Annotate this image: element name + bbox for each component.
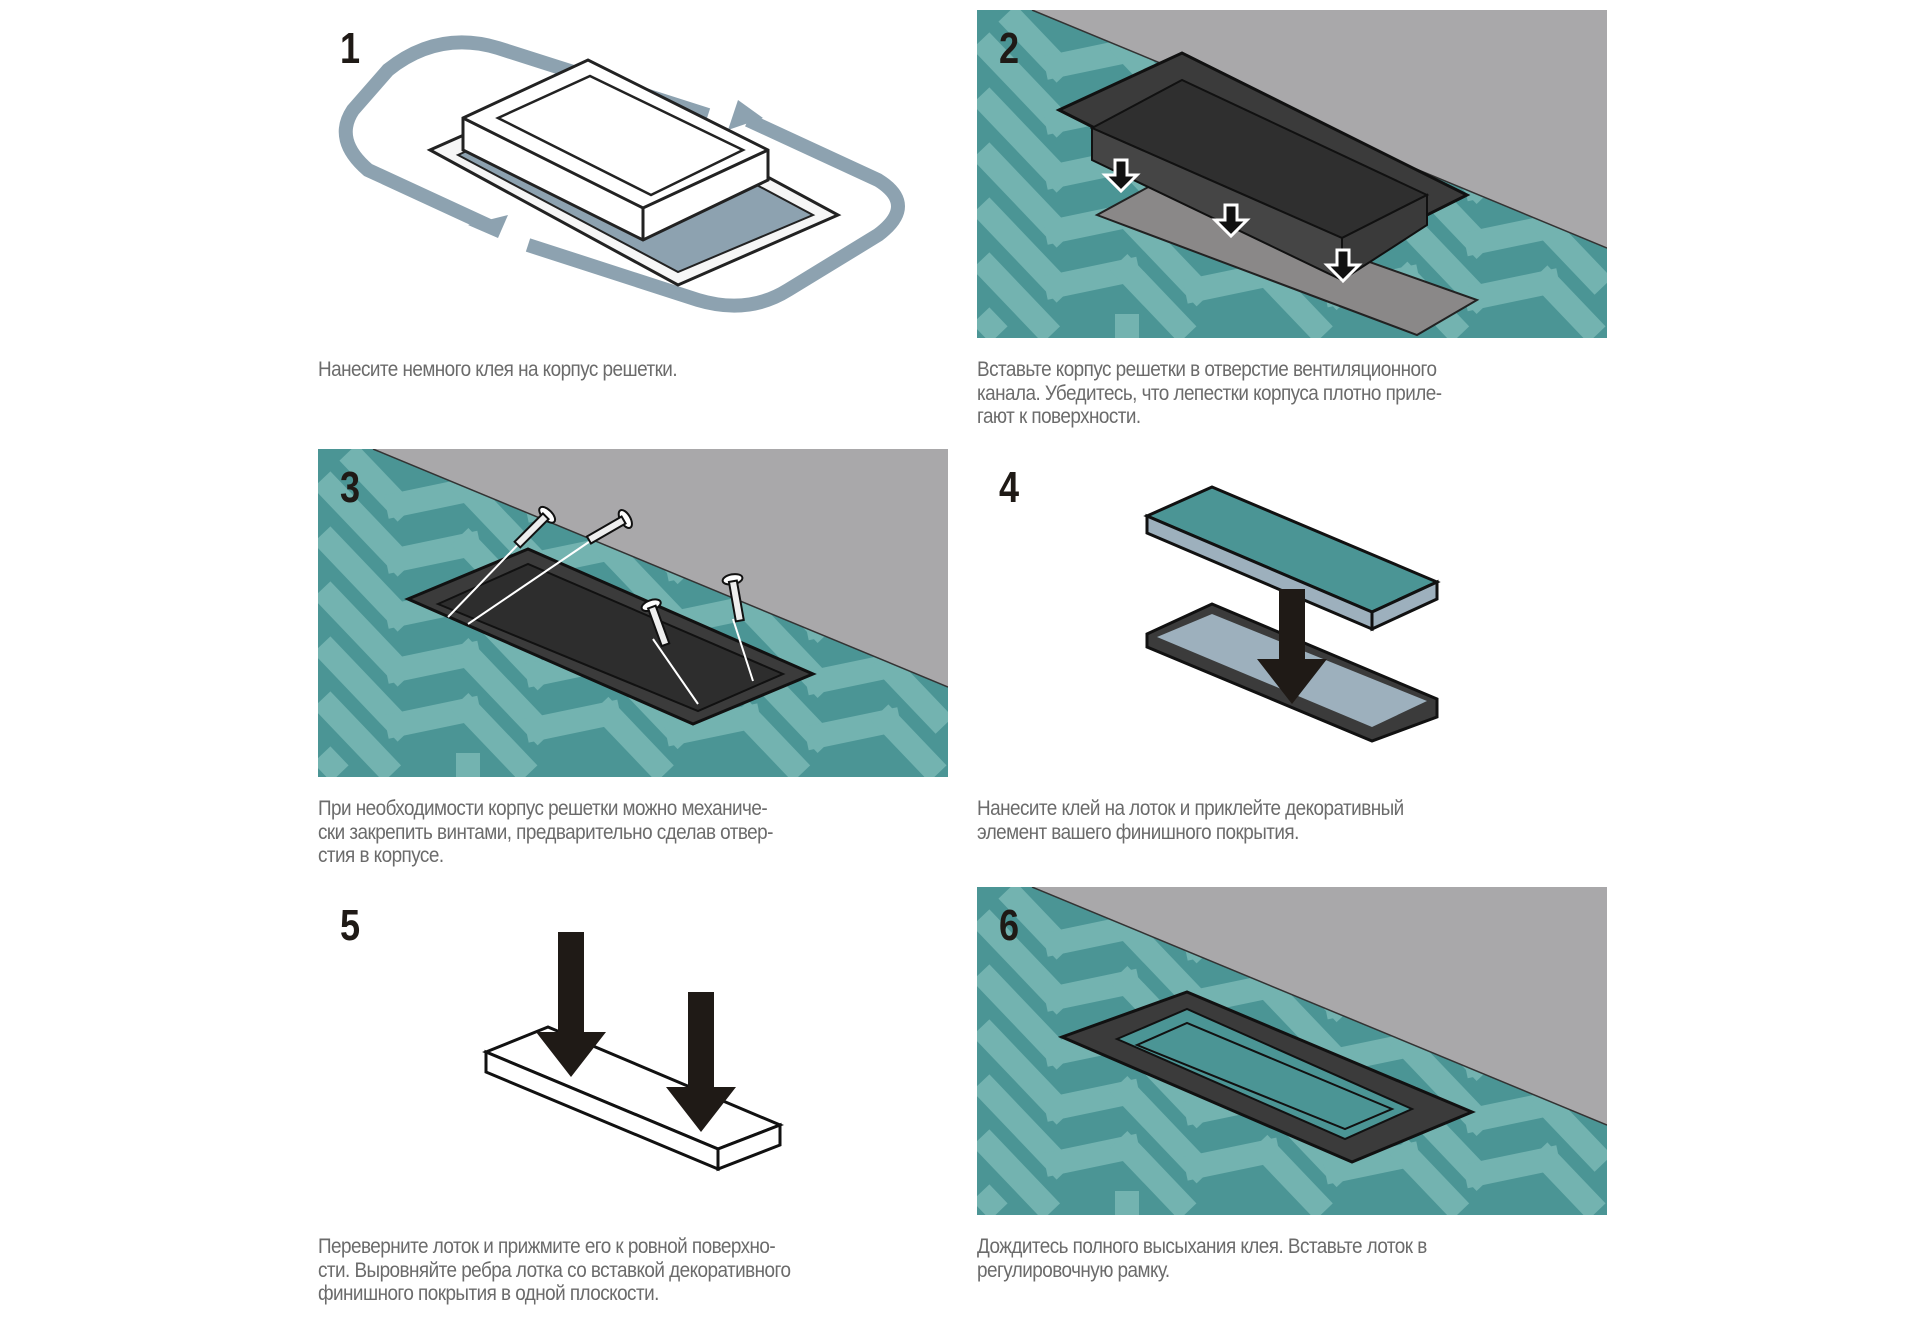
chevron-stripe xyxy=(871,649,948,734)
step-1-illustration: 1 xyxy=(318,10,948,338)
arrow-head xyxy=(728,100,763,130)
chevron-stripe xyxy=(1110,911,1214,1019)
chevron-stripe xyxy=(977,142,1074,248)
chevron-stripe xyxy=(318,746,349,777)
chevron-stripe xyxy=(1250,969,1354,1078)
chevron-stripe xyxy=(318,526,415,632)
caption-line: Переверните лоток и прижмите его к ровно… xyxy=(318,1235,776,1258)
caption-line: регулировочную рамку. xyxy=(977,1258,1170,1282)
step-1-caption: Нанесите немного клея на корпус решетки. xyxy=(318,358,894,382)
caption-line: сти. Выровняйте ребра лотка со вставкой … xyxy=(318,1258,791,1282)
rotate-arrow-icon xyxy=(338,35,711,237)
screw-icons xyxy=(447,505,754,705)
caption-line: финишного покрытия в одной плоскости. xyxy=(318,1282,659,1305)
chevron-stripe xyxy=(1390,1138,1470,1215)
frame-inner xyxy=(1134,1021,1395,1131)
chevron-stripe xyxy=(977,197,1074,303)
down-arrow-icon xyxy=(1211,203,1251,239)
step-number: 5 xyxy=(340,901,361,950)
chevron-stripe xyxy=(1390,1028,1494,1136)
wall-edge xyxy=(1031,887,1607,1126)
chevron-stripe xyxy=(731,590,835,698)
chevron-stripe xyxy=(977,87,1074,193)
caption-line: стия в корпусе. xyxy=(318,844,444,867)
chevron-stripe xyxy=(318,636,415,742)
chevron-stripe xyxy=(977,252,1061,338)
chevron-stripe xyxy=(977,1074,1074,1180)
chevron-stripe xyxy=(1110,254,1197,338)
chevron-stripe xyxy=(451,638,555,746)
caption-line: канала. Убедитесь, что лепестки корпуса … xyxy=(977,381,1442,405)
chevron-stripe xyxy=(977,32,1074,138)
down-arrow-icon xyxy=(536,932,606,1077)
chevron-stripe xyxy=(977,1184,1008,1215)
arrow-head xyxy=(468,215,508,238)
caption-line: Вставьте корпус решетки в отверстие вент… xyxy=(977,358,1437,381)
step-6-caption: Дождитесь полного высыхания клея. Вставь… xyxy=(977,1235,1553,1282)
down-arrow-icon xyxy=(1257,589,1327,704)
tray-side xyxy=(716,1122,782,1172)
chevron-stripe xyxy=(977,1019,1074,1125)
chevron-stripe xyxy=(591,696,674,777)
screw-icon xyxy=(585,508,633,545)
chevron-stripe xyxy=(1530,210,1607,295)
screw-icon xyxy=(513,505,557,549)
screw-icon xyxy=(640,598,671,648)
step-2-caption: Вставьте корпус решетки в отверстие вент… xyxy=(977,358,1553,429)
chevron-stripe xyxy=(977,1129,1061,1215)
chevron-stripe xyxy=(1530,1142,1606,1215)
step-number: 6 xyxy=(999,901,1020,950)
chevron-stripe xyxy=(977,909,1074,1015)
chevron-stripe xyxy=(1110,1131,1197,1215)
down-arrow-icons xyxy=(1101,158,1363,284)
vent-opening xyxy=(1094,183,1480,337)
step-number: 2 xyxy=(999,24,1020,73)
chevron-stripe xyxy=(977,964,1074,1070)
chevron-stripe xyxy=(318,691,402,777)
chevron-stripe xyxy=(318,581,415,687)
chevron-stripe xyxy=(1110,1076,1214,1184)
caption-line: При необходимости корпус решетки можно м… xyxy=(318,797,768,820)
caption-line: Нанесите клей на лоток и приклейте декор… xyxy=(977,797,1404,820)
caption-line: Дождитесь полного высыхания клея. Вставь… xyxy=(977,1235,1427,1258)
chevron-stripe xyxy=(1250,257,1333,338)
insert-side xyxy=(1370,579,1439,632)
step-6-illustration: 6 xyxy=(977,887,1607,1215)
down-arrow-icon xyxy=(1101,158,1141,194)
caption-line: Нанесите немного клея на корпус решетки. xyxy=(318,358,678,381)
down-arrow-icon xyxy=(1323,248,1363,284)
screw-guide xyxy=(467,528,609,625)
step-3-illustration: 3 xyxy=(318,449,948,777)
step-4-caption: Нанесите клей на лоток и приклейте декор… xyxy=(977,797,1553,844)
chevron-stripe xyxy=(1390,206,1494,314)
caption-line: ски закрепить винтами, предварительно сд… xyxy=(318,820,773,844)
grille-inner xyxy=(435,562,786,713)
screw-icon xyxy=(721,573,745,623)
chevron-stripe xyxy=(451,693,538,777)
chevron-stripe xyxy=(1250,1134,1333,1215)
rotate-arrow-icon xyxy=(525,113,905,313)
step-2-illustration: 2 xyxy=(977,10,1607,338)
step-4-illustration: 4 xyxy=(977,449,1607,777)
step-3-caption: При необходимости корпус решетки можно м… xyxy=(318,797,894,868)
grille-top xyxy=(495,74,746,197)
step-5-illustration: 5 xyxy=(318,887,948,1215)
chevron-stripe xyxy=(1530,265,1606,338)
chevron-stripe xyxy=(977,307,1008,338)
chevron-stripe xyxy=(318,471,415,577)
wall-edge xyxy=(372,449,948,688)
screw-guide xyxy=(652,638,699,705)
down-arrow-icon xyxy=(666,992,736,1132)
step-5-caption: Переверните лоток и прижмите его к ровно… xyxy=(318,1235,894,1306)
caption-line: элемент вашего финишного покрытия. xyxy=(977,820,1299,844)
step-number: 4 xyxy=(999,463,1020,512)
chevron-stripe xyxy=(871,704,947,777)
chevron-stripe xyxy=(731,700,811,777)
step-number: 1 xyxy=(340,24,361,73)
chevron-stripe xyxy=(1530,1087,1607,1172)
caption-line: гают к поверхности. xyxy=(977,405,1141,428)
step-number: 3 xyxy=(340,463,361,512)
screw-guide xyxy=(732,618,754,682)
